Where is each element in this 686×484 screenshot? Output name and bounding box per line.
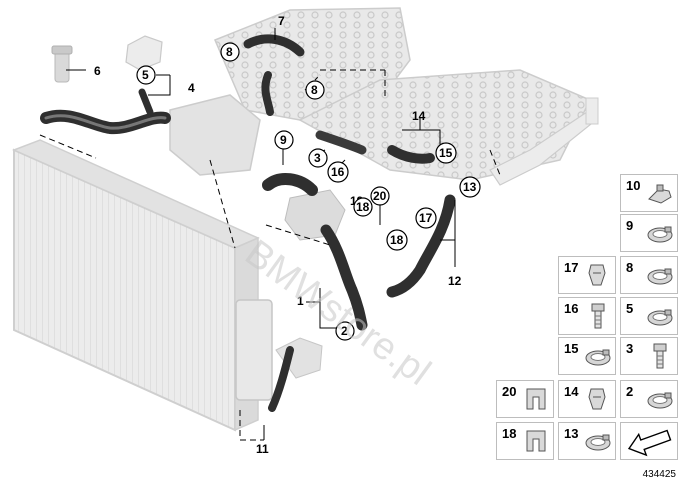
hose-clamp-icon xyxy=(583,342,613,370)
part-number: 9 xyxy=(626,218,634,233)
callout-11: 11 xyxy=(256,442,269,456)
svg-text:5: 5 xyxy=(142,68,149,82)
hose-clamp-icon xyxy=(645,219,675,247)
callout-16: 16 xyxy=(327,161,349,183)
part-number: 18 xyxy=(502,426,517,441)
part-cell-8: 8 xyxy=(620,256,678,294)
oil-cooler xyxy=(235,299,323,401)
svg-text:8: 8 xyxy=(311,83,318,97)
svg-text:18: 18 xyxy=(356,200,370,214)
callout-13: 13 xyxy=(459,176,481,198)
part-cell-13: 13 xyxy=(558,422,616,460)
svg-text:3: 3 xyxy=(314,151,321,165)
spring-clip-icon xyxy=(583,385,613,413)
part-number: 2 xyxy=(626,384,634,399)
svg-text:20: 20 xyxy=(373,189,387,203)
svg-text:9: 9 xyxy=(280,133,287,147)
part-cell-16: 16 xyxy=(558,297,616,335)
hose-clamp-icon xyxy=(645,261,675,289)
callout-12: 12 xyxy=(448,274,462,288)
hose-clip-icon xyxy=(645,179,675,207)
part-cell-2: 2 xyxy=(620,380,678,418)
svg-text:7: 7 xyxy=(278,14,285,28)
part-number: 10 xyxy=(626,178,641,193)
arrow-icon xyxy=(624,427,676,457)
part-cell-14: 14 xyxy=(558,380,616,418)
part-cell-15: 15 xyxy=(558,337,616,375)
dashed-connectors xyxy=(39,69,501,441)
svg-text:13: 13 xyxy=(463,180,477,194)
part-number: 17 xyxy=(564,260,579,275)
radiator xyxy=(12,139,260,432)
thermostat-sensor xyxy=(51,45,73,83)
callout-7: 7 xyxy=(278,14,285,28)
callout-18: 18 xyxy=(353,197,373,217)
svg-text:11: 11 xyxy=(256,442,269,456)
callout-6: 6 xyxy=(94,64,101,78)
svg-text:8: 8 xyxy=(226,45,233,59)
callout-20: 20 xyxy=(370,186,390,206)
part-number: 3 xyxy=(626,341,634,356)
svg-text:12: 12 xyxy=(448,274,462,288)
part-cell-10: 10 xyxy=(620,174,678,212)
part-number: 13 xyxy=(564,426,579,441)
diagram-reference-number: 434425 xyxy=(642,469,676,480)
callout-4: 4 xyxy=(188,81,195,95)
bolt-icon xyxy=(583,302,613,330)
callout-3: 3 xyxy=(308,148,328,168)
part-cell-17: 17 xyxy=(558,256,616,294)
svg-text:18: 18 xyxy=(390,233,404,247)
hose-clamp-icon xyxy=(583,427,613,455)
callout-17: 17 xyxy=(415,207,437,229)
callout-15: 15 xyxy=(435,142,457,164)
svg-text:2: 2 xyxy=(341,324,348,338)
bolt-icon xyxy=(645,342,675,370)
callout-14: 14 xyxy=(412,109,426,123)
svg-text:4: 4 xyxy=(188,81,195,95)
svg-text:16: 16 xyxy=(331,165,345,179)
callout-18-b: 18 xyxy=(386,229,408,251)
svg-text:14: 14 xyxy=(412,109,426,123)
callout-2: 2 xyxy=(335,321,355,341)
part-number: 8 xyxy=(626,260,634,275)
svg-text:15: 15 xyxy=(439,146,453,160)
spring-clip-icon xyxy=(583,261,613,289)
engine-cylinder-head xyxy=(169,7,599,186)
callout-1: 1 xyxy=(297,294,304,308)
svg-text:1: 1 xyxy=(297,294,304,308)
hose-clamp-icon xyxy=(645,302,675,330)
callout-8: 8 xyxy=(220,42,240,62)
water-pump xyxy=(284,189,346,241)
callout-8-b: 8 xyxy=(305,80,325,100)
bracket-clip-icon xyxy=(521,427,551,455)
callout-labels: 7 6 4 5 8 8 9 3 16 14 15 19 20 18 13 17 … xyxy=(94,14,481,456)
bracket-clip-icon xyxy=(521,385,551,413)
part-number: 5 xyxy=(626,301,634,316)
part-cell-3: 3 xyxy=(620,337,678,375)
expansion-tank xyxy=(125,35,163,71)
callout-9: 9 xyxy=(274,130,294,150)
callout-5: 5 xyxy=(136,65,156,85)
part-cell-18: 18 xyxy=(496,422,554,460)
part-number: 14 xyxy=(564,384,579,399)
hose-clamp-icon xyxy=(645,385,675,413)
svg-text:6: 6 xyxy=(94,64,101,78)
part-cell-9: 9 xyxy=(620,214,678,252)
part-cell-5: 5 xyxy=(620,297,678,335)
part-number: 16 xyxy=(564,301,579,316)
part-cell-20: 20 xyxy=(496,380,554,418)
svg-text:17: 17 xyxy=(419,211,433,225)
orientation-arrow-cell xyxy=(620,422,678,460)
part-number: 15 xyxy=(564,341,579,356)
part-number: 20 xyxy=(502,384,517,399)
